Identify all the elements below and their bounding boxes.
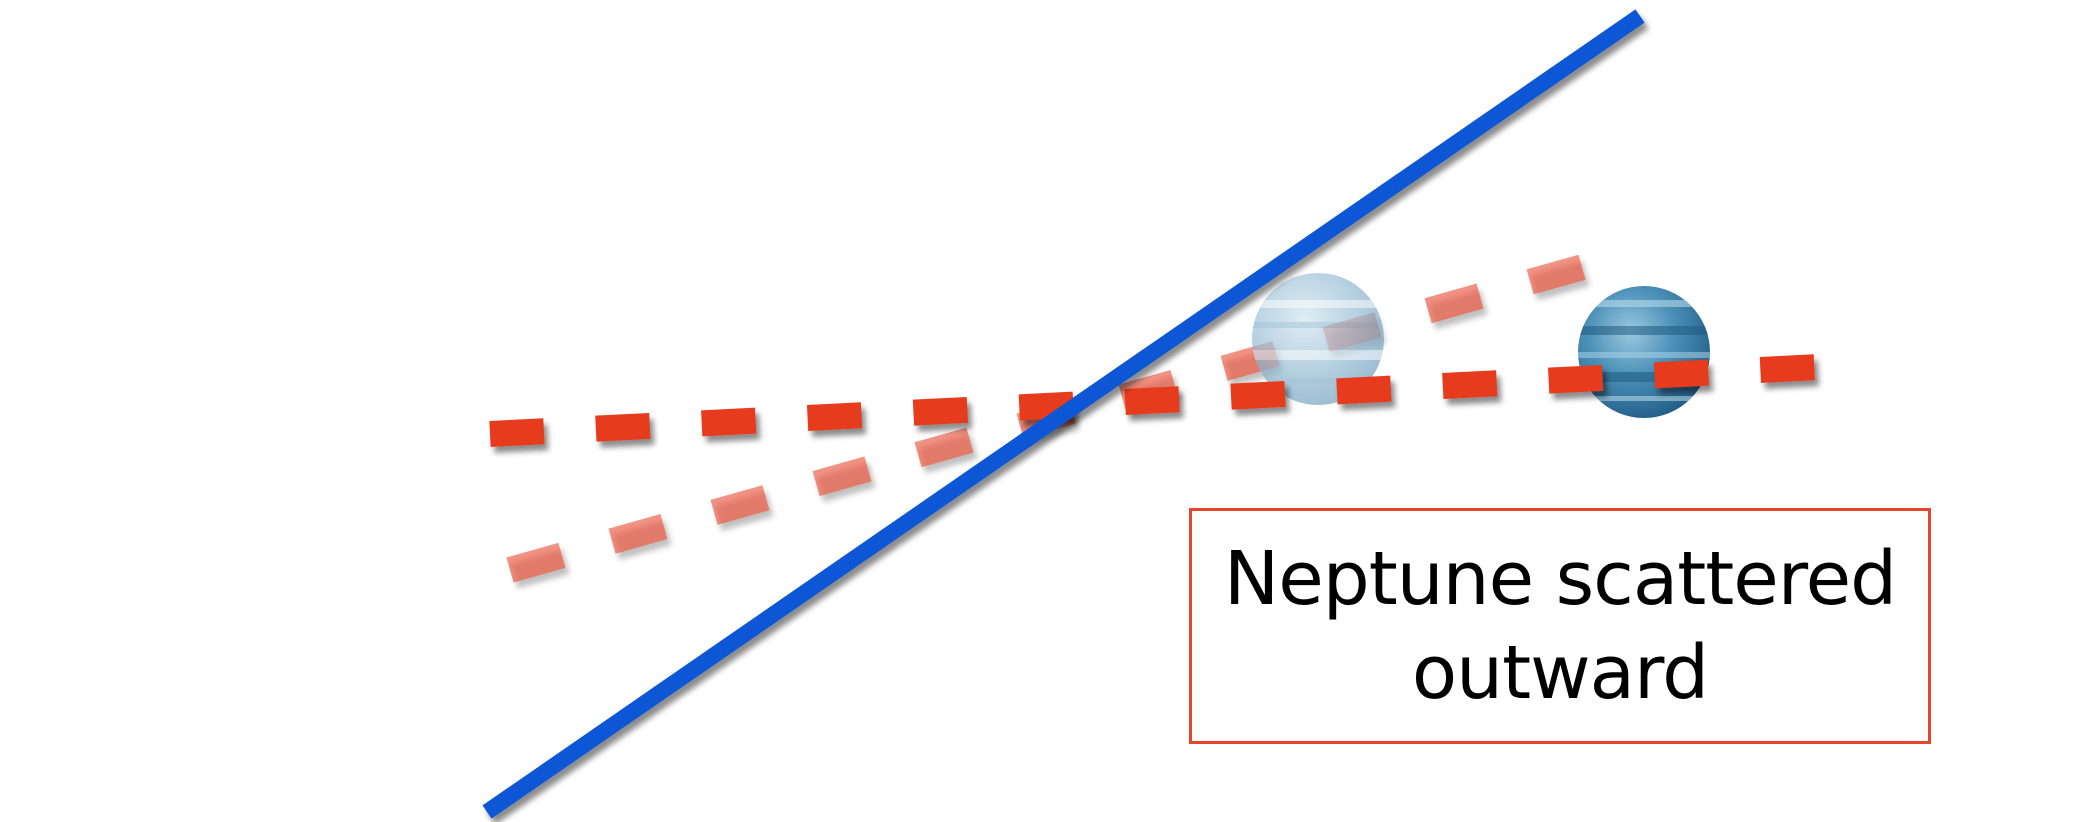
caption-line-2: outward — [1411, 630, 1709, 716]
inclined-plane-line — [482, 9, 1645, 819]
neptune-planet-icon — [1578, 286, 1710, 418]
caption-line-1: Neptune scattered — [1223, 536, 1897, 622]
caption-box: Neptune scattered outward — [1189, 508, 1931, 744]
neptune-planet-faded-icon — [1252, 273, 1384, 405]
caption-text: Neptune scattered outward — [1223, 532, 1897, 720]
scattered-orbit-dashed-line — [489, 354, 1821, 447]
